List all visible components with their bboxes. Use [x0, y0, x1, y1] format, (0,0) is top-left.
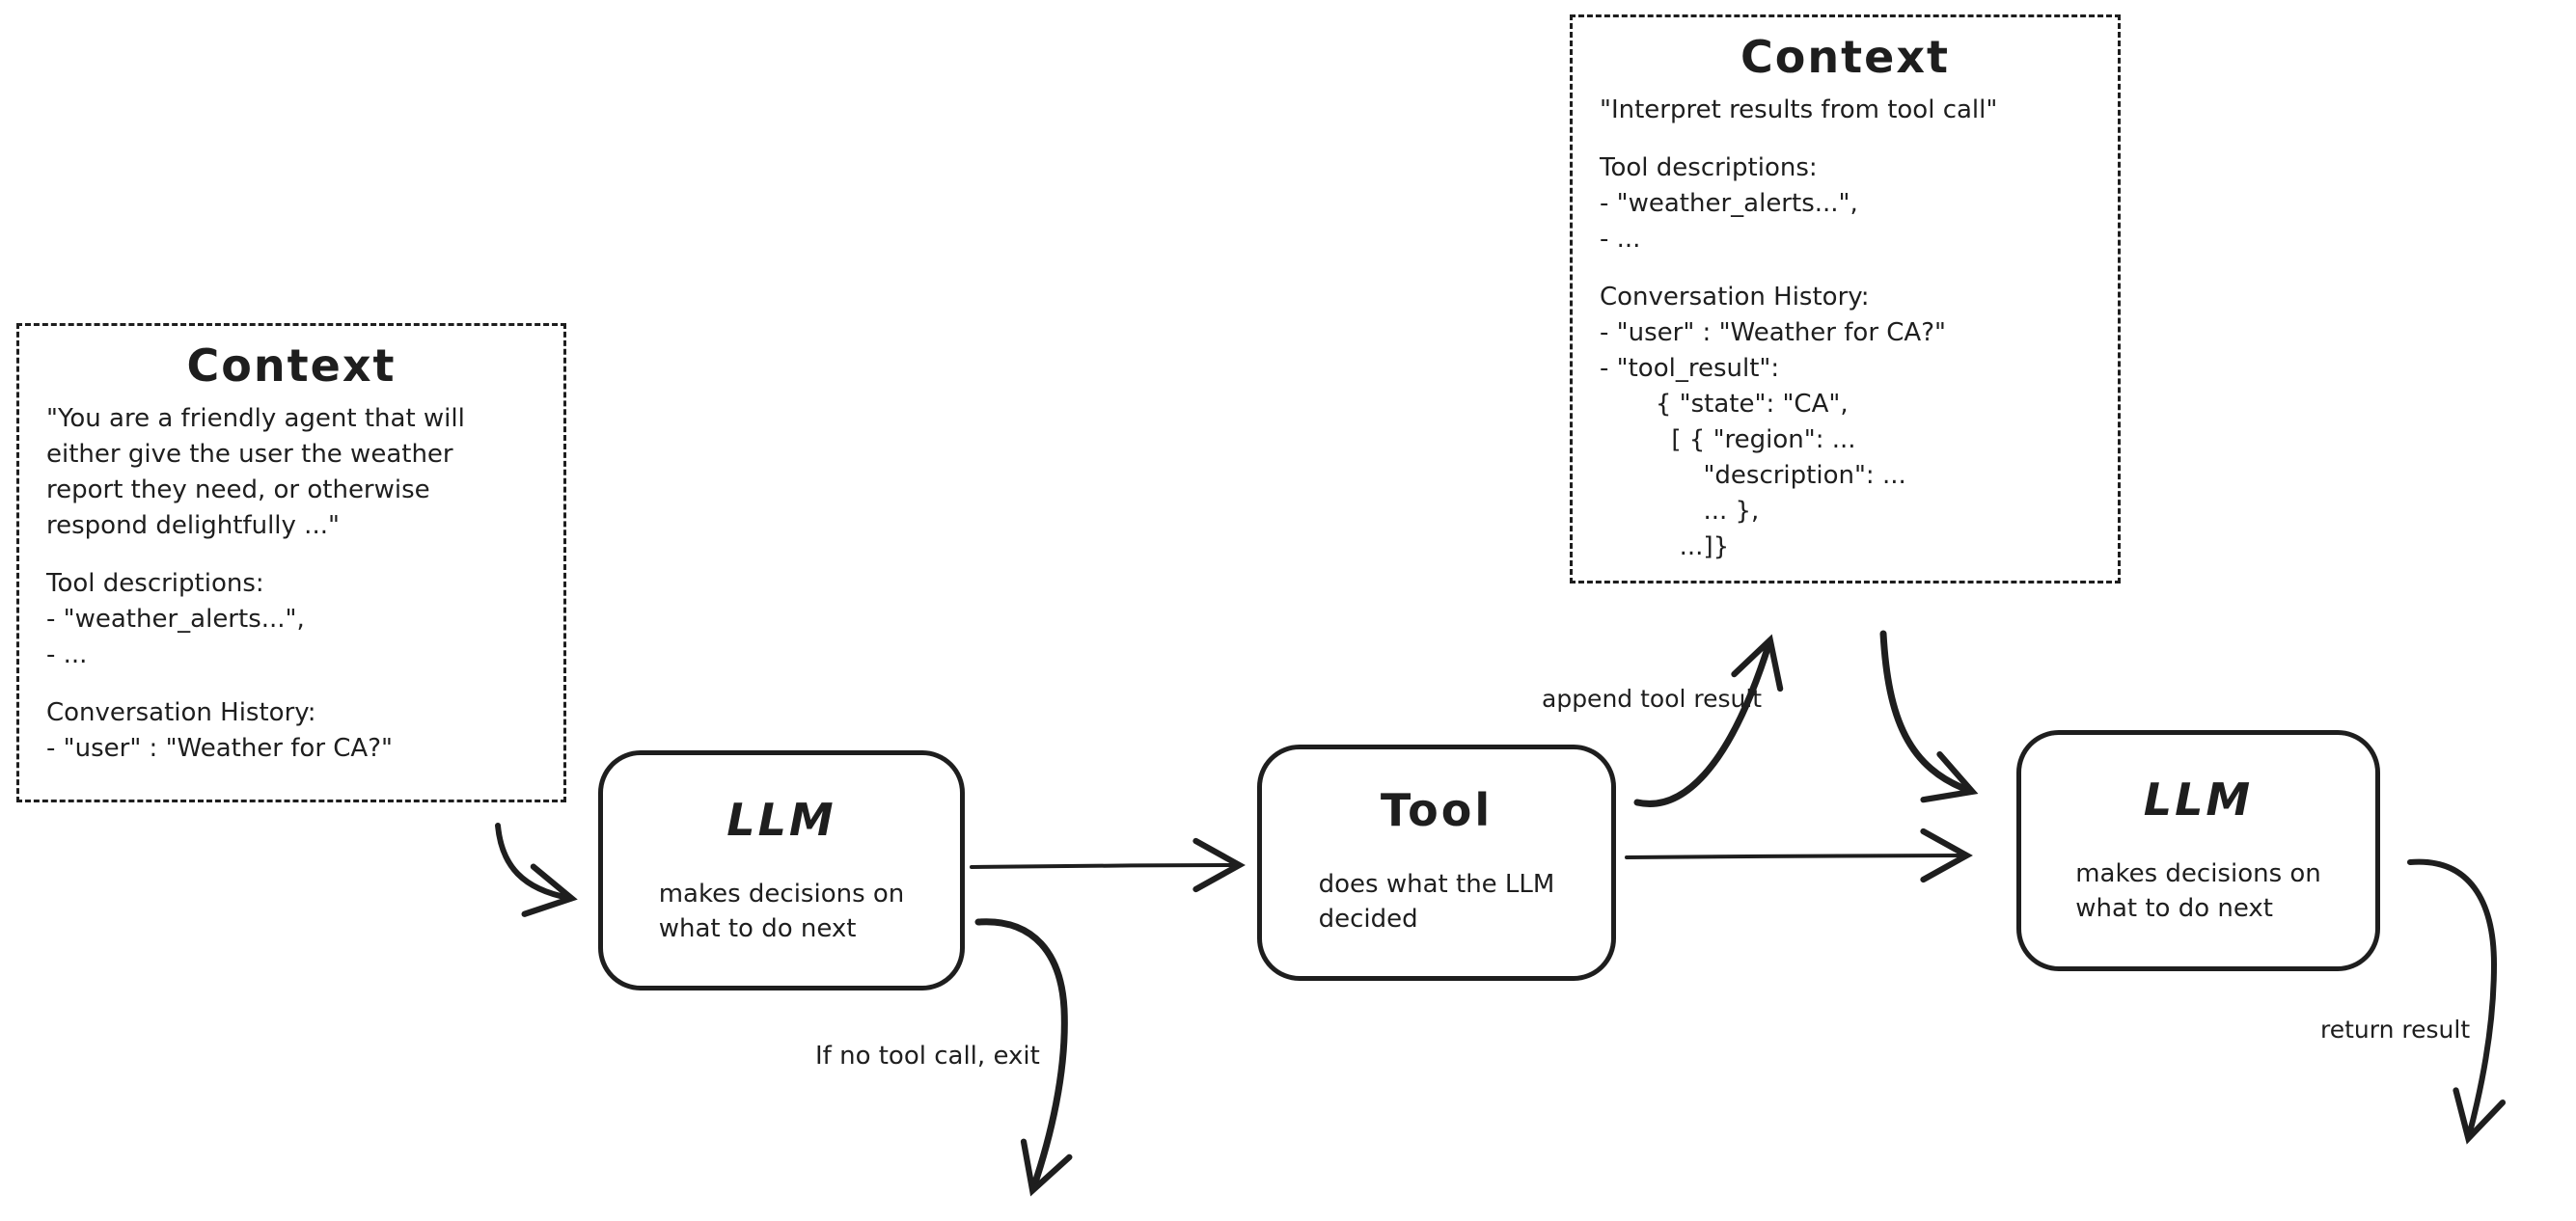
label-return-result: return result: [2320, 1016, 2471, 1044]
arrow-tool-to-context-top: [1633, 634, 1784, 807]
context-left-title: Context: [186, 339, 397, 392]
llm-node-2-subtitle: makes decisions on what to do next: [2075, 859, 2321, 923]
label-if-no-tool-call-exit: If no tool call, exit: [815, 1042, 1040, 1071]
label-append-tool-result: append tool result: [1542, 685, 1763, 713]
tool-node-subtitle: does what the LLM decided: [1318, 870, 1555, 934]
context-box-top: Context "Interpret results from tool cal…: [1570, 14, 2121, 583]
arrow-tool-to-llm2: [1625, 828, 1973, 883]
arrow-llm2-return: [2407, 858, 2507, 1145]
arrow-context-left-to-llm1: [495, 823, 578, 917]
arrow-context-top-to-llm2: [1879, 630, 1979, 803]
context-top-body: "Interpret results from tool call"Tool d…: [1600, 95, 1998, 561]
llm-node-2-title: LLM: [2143, 773, 2254, 826]
llm-node-1-title: LLM: [726, 794, 836, 846]
context-box-left: Context "You are a friendly agent that w…: [16, 323, 566, 802]
llm-node-2: LLM makes decisions on what to do next: [2016, 730, 2380, 971]
tool-node: Tool does what the LLM decided: [1257, 745, 1616, 981]
arrow-llm1-to-tool: [970, 837, 1246, 893]
context-top-title: Context: [1740, 31, 1950, 83]
llm-node-1: LLM makes decisions on what to do next: [598, 750, 965, 990]
llm-node-1-subtitle: makes decisions on what to do next: [658, 880, 905, 943]
tool-node-title: Tool: [1380, 784, 1494, 836]
